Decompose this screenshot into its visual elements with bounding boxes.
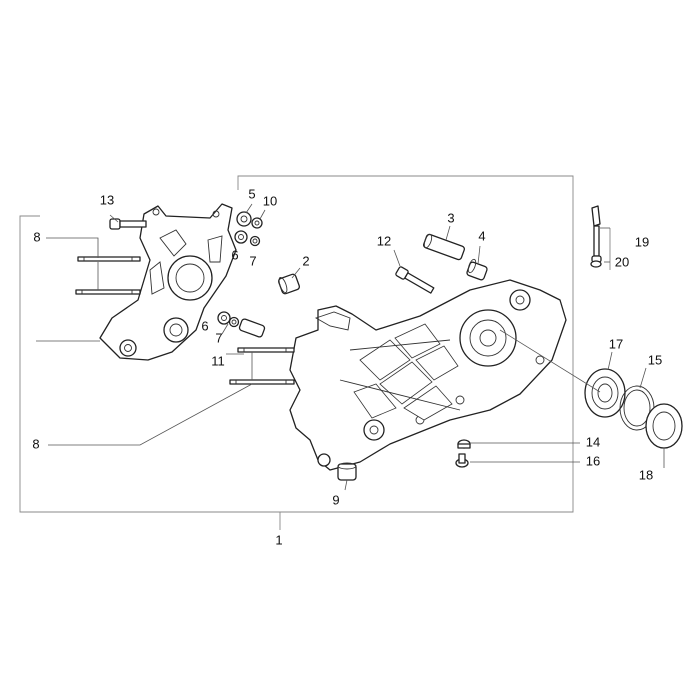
label-16: 16 [586, 453, 600, 468]
label-14: 14 [586, 434, 600, 449]
label-17: 17 [609, 336, 623, 351]
label-10: 10 [263, 193, 277, 208]
label-19: 19 [635, 234, 649, 249]
label-15: 15 [648, 352, 662, 367]
label-1: 1 [275, 532, 282, 547]
studs [75, 256, 295, 385]
bolt-13 [109, 218, 147, 230]
label-11: 11 [211, 353, 225, 368]
oil-seal-18 [645, 403, 683, 449]
label-13: 13 [100, 192, 114, 207]
plug-14 [457, 439, 471, 449]
label-18: 18 [639, 467, 653, 482]
bearing-17 [584, 368, 626, 418]
part-labels: 13 5 10 6 7 8 2 3 4 12 6 7 11 8 9 1 17 1… [32, 186, 662, 547]
label-4: 4 [478, 228, 485, 243]
screw-16 [455, 453, 469, 468]
washers-and-nuts [217, 211, 263, 328]
label-12: 12 [377, 233, 391, 248]
label-7-bottom: 7 [215, 330, 222, 345]
label-8-bottom: 8 [32, 436, 39, 451]
label-3: 3 [447, 210, 454, 225]
left-crankcase-half [99, 203, 237, 361]
label-7-top: 7 [249, 253, 256, 268]
right-crankcase-half [289, 279, 567, 471]
leader-lines [36, 203, 665, 491]
label-5: 5 [248, 186, 255, 201]
label-6-bottom: 6 [201, 318, 208, 333]
bolt-12 [395, 266, 435, 294]
label-2: 2 [302, 253, 309, 268]
assembly-frame [19, 175, 611, 530]
label-9: 9 [332, 492, 339, 507]
label-8-top: 8 [33, 229, 40, 244]
label-20: 20 [615, 254, 629, 269]
dipstick-19 [590, 205, 602, 268]
label-6-top: 6 [231, 247, 238, 262]
